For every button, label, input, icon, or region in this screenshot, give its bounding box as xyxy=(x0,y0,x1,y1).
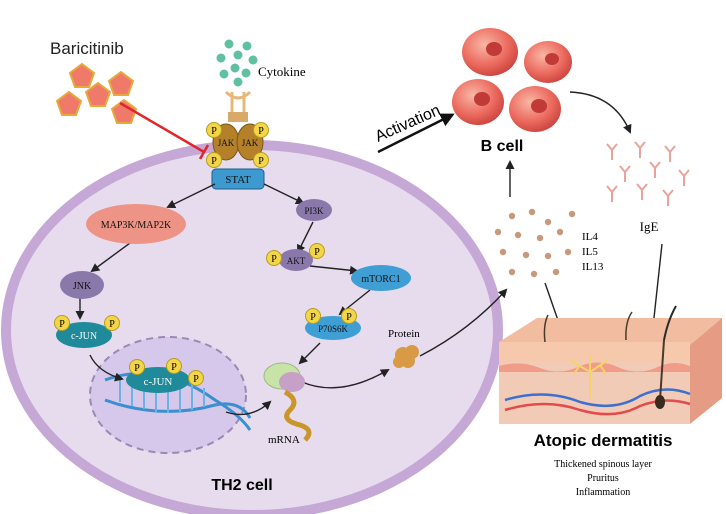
phospho-badge: P xyxy=(54,315,70,331)
ige-label: IgE xyxy=(640,219,659,234)
svg-text:P: P xyxy=(271,254,277,265)
ribosome xyxy=(263,362,305,392)
svg-text:P: P xyxy=(134,363,140,374)
b-cell-label: B cell xyxy=(481,138,524,155)
phospho-badge: P xyxy=(253,152,269,168)
protein-label: Protein xyxy=(388,328,420,340)
bcell-to-ige-arrow xyxy=(569,91,632,134)
pi3k-node xyxy=(296,199,332,221)
cjun-label: c-JUN xyxy=(71,331,97,342)
cytokine-dots xyxy=(216,39,258,87)
phospho-badge: P xyxy=(104,315,120,331)
map3k-node xyxy=(86,204,186,244)
svg-text:P: P xyxy=(346,312,352,323)
svg-text:P: P xyxy=(171,362,177,373)
il4-label: IL4 xyxy=(582,231,598,243)
svg-text:P: P xyxy=(258,156,264,167)
svg-text:P: P xyxy=(193,374,199,385)
svg-text:P: P xyxy=(59,319,65,330)
phospho-badge: P xyxy=(266,250,282,266)
cytokine-receptor xyxy=(224,90,252,122)
akt-label: AKT xyxy=(287,256,306,266)
phospho-badge: P xyxy=(309,243,325,259)
p70s6k-label: P70S6K xyxy=(318,324,349,334)
phospho-badge: P xyxy=(129,359,145,375)
inhibition-line xyxy=(119,101,210,160)
jnk-label: JNK xyxy=(73,281,92,292)
phospho-badge: P xyxy=(305,308,321,324)
svg-text:P: P xyxy=(314,247,320,258)
phospho-badge: P xyxy=(253,122,269,138)
jak-right-label: JAK xyxy=(242,138,259,148)
cytokine-label: Cytokine xyxy=(258,64,306,79)
phospho-badge: P xyxy=(188,370,204,386)
protein-blob xyxy=(393,345,419,368)
map3k-label: MAP3K/MAP2K xyxy=(101,220,172,231)
phospho-badge: P xyxy=(206,152,222,168)
nucleus-cjun-label: c-JUN xyxy=(144,376,173,388)
mrna-label: mRNA xyxy=(268,434,300,446)
il13-label: IL13 xyxy=(582,261,604,273)
th2-cell-label: TH2 cell xyxy=(211,477,272,494)
cjun-node xyxy=(56,322,112,348)
b-cells xyxy=(452,28,572,132)
mtorc1-node xyxy=(351,265,411,291)
svg-text:P: P xyxy=(109,319,115,330)
phospho-badge: P xyxy=(206,122,222,138)
svg-text:P: P xyxy=(211,156,217,167)
stat-label: STAT xyxy=(225,174,251,186)
activation-arrow xyxy=(377,113,455,154)
akt-node xyxy=(279,249,313,271)
il5-label: IL5 xyxy=(582,246,598,258)
symptom-item: Pruritus xyxy=(587,473,619,484)
phospho-badge: P xyxy=(166,358,182,374)
jnk-node xyxy=(60,271,104,299)
symptom-item: Inflammation xyxy=(576,487,630,498)
phospho-badge: P xyxy=(341,308,357,324)
mrna-strand xyxy=(283,389,312,442)
pi3k-label: PI3K xyxy=(304,206,324,216)
jak-left-label: JAK xyxy=(218,138,235,148)
mtorc1-label: mTORC1 xyxy=(361,274,400,285)
drug-label: Baricitinib xyxy=(50,39,124,58)
svg-text:P: P xyxy=(258,126,264,137)
ige-antibodies xyxy=(606,141,690,206)
skin-illustration xyxy=(499,305,722,424)
interleukin-dots xyxy=(494,208,576,278)
disease-title: Atopic dermatitis xyxy=(534,431,673,450)
svg-text:P: P xyxy=(211,126,217,137)
stat-node xyxy=(211,168,265,190)
svg-text:P: P xyxy=(310,312,316,323)
drug-pentagons xyxy=(55,62,138,124)
symptom-item: Thickened spinous layer xyxy=(554,459,652,470)
